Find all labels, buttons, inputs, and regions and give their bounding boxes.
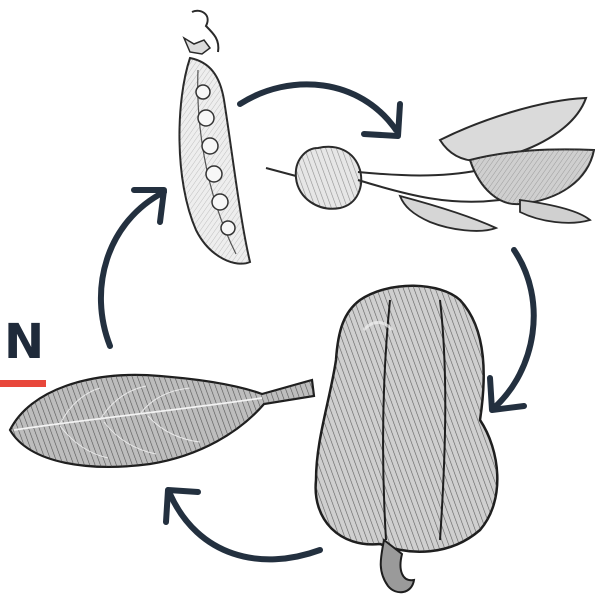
arrow-pea-to-radish <box>240 84 400 136</box>
bell-pepper-sketch <box>316 286 498 593</box>
radish-sketch <box>266 98 594 231</box>
pea-pod-sketch <box>179 11 250 264</box>
arrow-pepper-to-leaf <box>166 490 320 559</box>
arrow-radish-to-pepper <box>490 250 534 410</box>
logo-underline-bar <box>0 380 46 387</box>
arrow-leaf-to-pea <box>101 190 164 346</box>
logo-letter: N <box>4 318 44 366</box>
leaf-sketch <box>10 375 314 467</box>
